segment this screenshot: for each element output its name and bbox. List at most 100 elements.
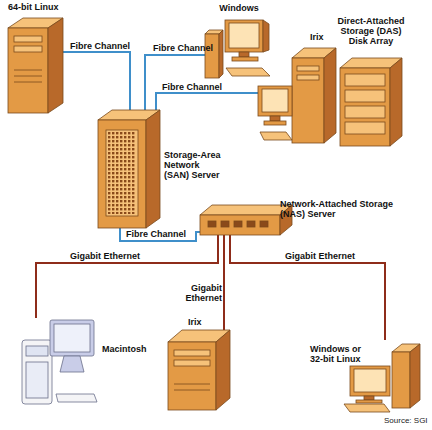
disk-array-part (345, 90, 385, 102)
pc-workstation-part (410, 344, 420, 408)
linux-tower-part (8, 28, 48, 113)
linux-tower-part (14, 76, 42, 77)
disk-array-part (345, 74, 385, 86)
nas-server-box-part (221, 221, 229, 227)
macintosh-computer-part (26, 362, 48, 398)
device-label: Irix (188, 317, 218, 327)
san-server-tower-part (106, 130, 138, 216)
disk-array: Direct-Attached Storage (DAS) Disk Array (340, 58, 402, 146)
nas-server-box-part (208, 221, 216, 227)
fibre-channel-link (63, 52, 130, 110)
pc-workstation-part (392, 352, 410, 408)
san-server-tower-part (108, 132, 136, 214)
nas-server-box-part (247, 221, 255, 227)
workstation: Irix (258, 48, 338, 143)
irix-workstation-part (270, 116, 280, 121)
irix-workstation-part (297, 75, 319, 80)
san-server-tower-part (146, 110, 160, 228)
linux-tower-part (14, 46, 42, 52)
irix-workstation-part (324, 48, 336, 143)
windows-workstation (205, 20, 270, 78)
fibre-channel-link (156, 93, 258, 110)
san-server-tower-part (98, 120, 146, 228)
irix-workstation-part (262, 89, 288, 112)
pc-workstation-part (350, 366, 390, 396)
macintosh-computer (22, 320, 97, 404)
link-label: Fibre Channel (70, 41, 140, 51)
nas-server-box-part (260, 221, 268, 227)
linux-tower-part (14, 70, 42, 71)
device-label: Irix (310, 32, 340, 42)
device-label: Macintosh (102, 344, 162, 354)
disk-array-part (345, 122, 385, 134)
windows-workstation-part (226, 68, 270, 76)
pc-workstation-part (356, 400, 382, 403)
network-switch: Network-Attached Storage (NAS) Server (200, 205, 292, 235)
irix-workstation-part (260, 132, 292, 140)
pc-workstation-part (364, 396, 374, 400)
macintosh-computer-part (56, 394, 97, 402)
windows-workstation-part (219, 30, 223, 78)
nas-server-box-part (200, 215, 280, 235)
ethernet-link (36, 235, 218, 318)
device-label: 64-bit Linux (8, 2, 88, 12)
link-label: Gigabit Ethernet (70, 251, 160, 261)
irix-workstation (258, 48, 336, 143)
irix-tower-part (174, 390, 210, 391)
workstation: Windows (205, 18, 273, 78)
irix-workstation-part (258, 86, 292, 116)
server-tower: Irix (168, 330, 230, 410)
windows-workstation-part (229, 23, 259, 48)
irix-workstation-part (297, 66, 319, 71)
windows-workstation-part (239, 52, 249, 57)
server-tower: 64-bit Linux (8, 18, 63, 113)
windows-workstation-part (232, 57, 258, 61)
windows-workstation-part (225, 20, 263, 52)
macintosh-computer-part (22, 340, 52, 404)
link-label: Gigabit Ethernet (285, 251, 375, 261)
link-label: Fibre Channel (153, 43, 223, 53)
irix-tower-part (174, 384, 210, 385)
nas-server-box-part (234, 221, 242, 227)
ethernet-link (230, 235, 385, 340)
windows-workstation-part (263, 20, 269, 52)
irix-tower-part (174, 360, 210, 366)
san-server-tower (98, 110, 160, 228)
device-label: Windows or 32-bit Linux (310, 344, 370, 364)
device-label: Windows (205, 3, 273, 13)
linux-tower (8, 18, 63, 113)
source-note: Source: SGI (384, 416, 428, 425)
linux-tower-part (14, 82, 42, 83)
device-label: Storage-Area Network (SAN) Server (164, 150, 224, 180)
link-label: Fibre Channel (162, 82, 232, 92)
workstation: Macintosh (22, 318, 97, 406)
device-label: Direct-Attached Storage (DAS) Disk Array (330, 16, 412, 46)
workstation: Windows or 32-bit Linux (305, 340, 420, 412)
irix-tower-part (168, 342, 216, 410)
disk-array (340, 58, 402, 146)
irix-workstation-part (264, 121, 286, 125)
nas-server-box (200, 205, 292, 235)
pc-workstation-part (344, 404, 390, 412)
disk-array-part (345, 106, 385, 118)
link-label: Gigabit Ethernet (180, 283, 222, 303)
disk-array-part (390, 58, 402, 146)
macintosh-computer-part (54, 324, 90, 352)
device-label: Network-Attached Storage (NAS) Server (280, 199, 400, 219)
linux-tower-part (14, 36, 42, 42)
irix-tower (168, 330, 230, 410)
irix-tower-part (174, 350, 210, 356)
nas-server-box-part (200, 205, 292, 215)
pc-workstation-part (354, 369, 386, 392)
fibre-channel-link (120, 228, 200, 241)
server-tower: Storage-Area Network (SAN) Server (98, 110, 160, 228)
irix-workstation-part (292, 58, 324, 143)
linux-tower-part (48, 18, 63, 113)
irix-tower-part (216, 330, 230, 410)
link-label: Fibre Channel (126, 229, 196, 239)
macintosh-computer-part (26, 346, 48, 356)
macintosh-computer-part (60, 356, 84, 372)
windows-workstation-part (205, 34, 219, 78)
